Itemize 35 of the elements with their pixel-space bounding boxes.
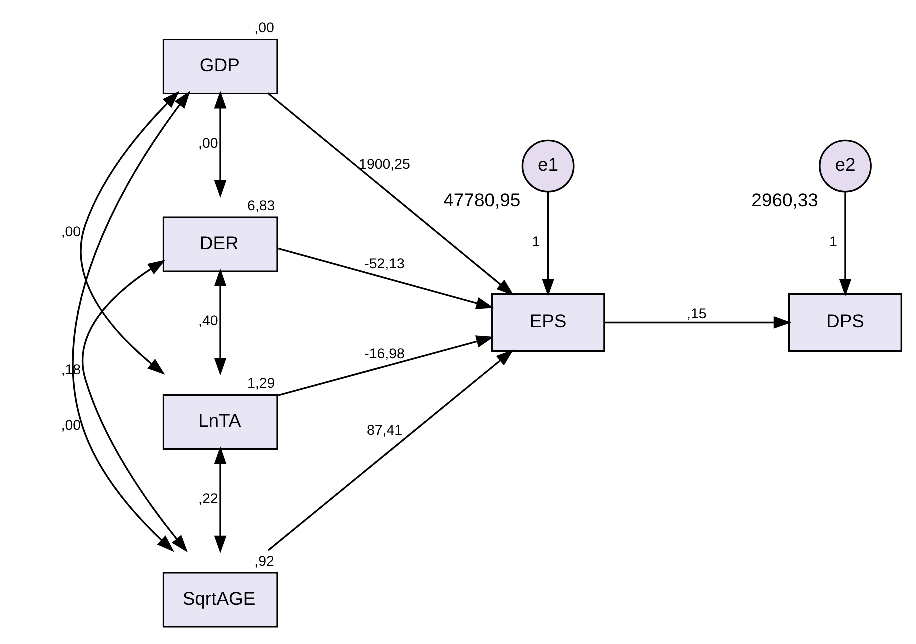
edge-label: ,15 bbox=[687, 306, 707, 322]
node-box: DPS bbox=[788, 293, 903, 352]
arrow bbox=[214, 268, 227, 376]
arrow bbox=[277, 248, 494, 310]
arrow bbox=[80, 91, 180, 375]
edge-label: -52,13 bbox=[364, 256, 405, 273]
edge-label: 1 bbox=[829, 234, 838, 251]
node-label: 2960,33 bbox=[752, 190, 818, 211]
node-circle: e1 bbox=[522, 140, 575, 193]
edge-label: -16,98 bbox=[364, 346, 405, 362]
arrow bbox=[214, 446, 227, 554]
edge-label: 1900,25 bbox=[359, 157, 410, 174]
node-circle: e2 bbox=[819, 140, 872, 193]
arrow bbox=[605, 316, 792, 329]
arrow bbox=[542, 192, 554, 297]
edge-label: ,00 bbox=[198, 136, 218, 152]
edge-label: ,22 bbox=[198, 491, 218, 508]
edge-label: ,40 bbox=[198, 314, 218, 330]
edge-label: ,00 bbox=[61, 418, 82, 434]
edge-label: 87,41 bbox=[366, 423, 403, 440]
node-label: 47780,95 bbox=[444, 190, 521, 211]
arrow bbox=[82, 260, 188, 553]
arrow bbox=[277, 336, 494, 397]
arrow bbox=[268, 350, 514, 552]
arrow bbox=[214, 91, 227, 198]
node-label: 1,29 bbox=[248, 376, 276, 392]
node-box: EPS bbox=[491, 293, 606, 352]
node-label: 6,83 bbox=[248, 198, 276, 214]
arrow bbox=[267, 92, 514, 296]
arrow bbox=[72, 91, 190, 552]
edge-label: 1 bbox=[532, 234, 540, 251]
arrow bbox=[839, 192, 852, 297]
edge-label: ,00 bbox=[61, 224, 82, 241]
node-label: ,00 bbox=[254, 20, 274, 37]
node-label: ,92 bbox=[254, 554, 274, 570]
